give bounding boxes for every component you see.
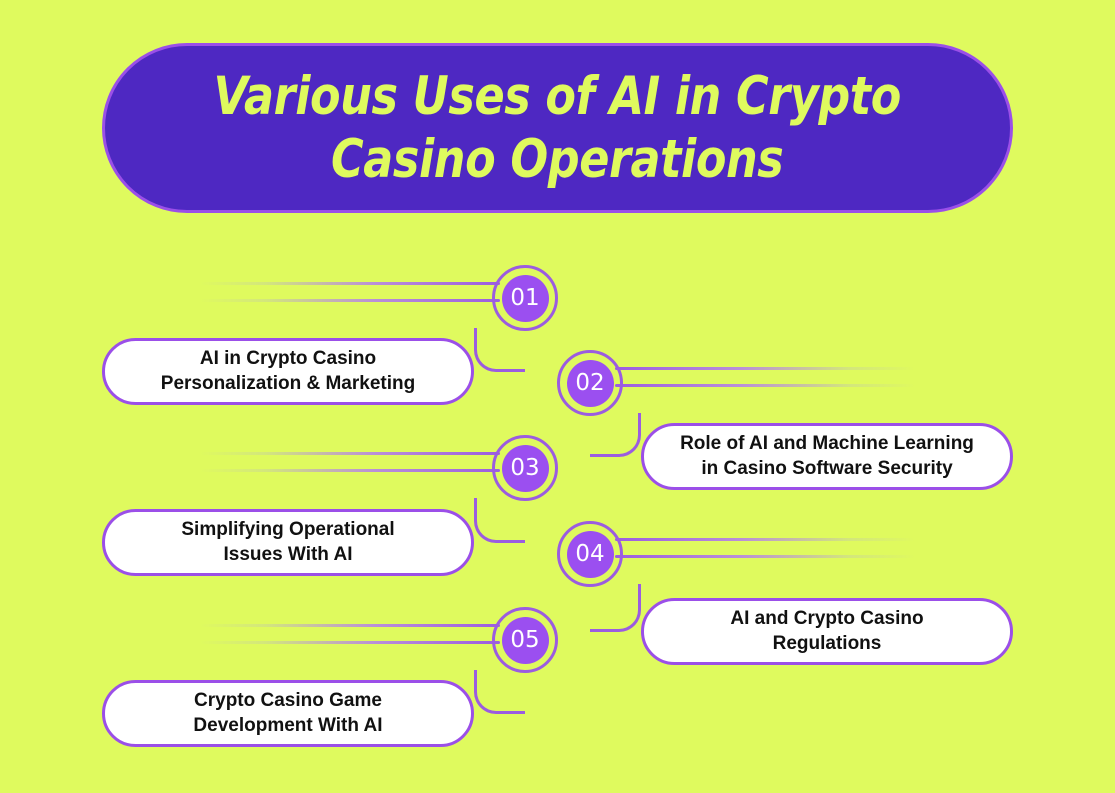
connector-elbow bbox=[474, 498, 525, 543]
decorative-line-1 bbox=[200, 452, 500, 455]
connector-elbow bbox=[590, 584, 641, 632]
step-card-label: Simplifying Operational Issues With AI bbox=[181, 519, 395, 565]
step-badge-05: 05 bbox=[492, 607, 558, 673]
step-badge-02: 02 bbox=[557, 350, 623, 416]
step-card-02[interactable]: Role of AI and Machine Learning in Casin… bbox=[641, 423, 1013, 490]
step-number: 05 bbox=[510, 626, 540, 653]
decorative-line-2 bbox=[200, 641, 500, 644]
decorative-line-1 bbox=[615, 538, 915, 541]
step-badge-circle: 02 bbox=[566, 359, 614, 407]
step-number: 04 bbox=[575, 540, 605, 567]
step-card-03[interactable]: Simplifying Operational Issues With AI bbox=[102, 509, 474, 576]
decorative-line-2 bbox=[200, 469, 500, 472]
connector-elbow bbox=[474, 670, 525, 714]
connector-elbow bbox=[474, 328, 525, 372]
step-card-01[interactable]: AI in Crypto Casino Personalization & Ma… bbox=[102, 338, 474, 405]
step-card-05[interactable]: Crypto Casino Game Development With AI bbox=[102, 680, 474, 747]
step-number: 01 bbox=[510, 284, 540, 311]
step-card-04[interactable]: AI and Crypto Casino Regulations bbox=[641, 598, 1013, 665]
step-card-label: Crypto Casino Game Development With AI bbox=[193, 690, 383, 736]
step-number: 02 bbox=[575, 369, 605, 396]
step-card-label: Role of AI and Machine Learning in Casin… bbox=[680, 433, 974, 479]
decorative-line-2 bbox=[615, 384, 915, 387]
step-badge-04: 04 bbox=[557, 521, 623, 587]
decorative-line-1 bbox=[200, 282, 500, 285]
step-number: 03 bbox=[510, 454, 540, 481]
step-badge-circle: 01 bbox=[501, 274, 549, 322]
step-card-label: AI and Crypto Casino Regulations bbox=[730, 608, 924, 654]
connector-elbow bbox=[590, 413, 641, 457]
decorative-line-1 bbox=[615, 367, 915, 370]
decorative-line-2 bbox=[200, 299, 500, 302]
step-badge-circle: 05 bbox=[501, 616, 549, 664]
decorative-line-2 bbox=[615, 555, 915, 558]
page-title: Various Uses of AI in Crypto Casino Oper… bbox=[213, 65, 902, 190]
step-badge-01: 01 bbox=[492, 265, 558, 331]
step-card-label: AI in Crypto Casino Personalization & Ma… bbox=[160, 348, 416, 394]
header-banner: Various Uses of AI in Crypto Casino Oper… bbox=[102, 43, 1013, 213]
decorative-line-1 bbox=[200, 624, 500, 627]
step-badge-03: 03 bbox=[492, 435, 558, 501]
step-badge-circle: 03 bbox=[501, 444, 549, 492]
step-badge-circle: 04 bbox=[566, 530, 614, 578]
